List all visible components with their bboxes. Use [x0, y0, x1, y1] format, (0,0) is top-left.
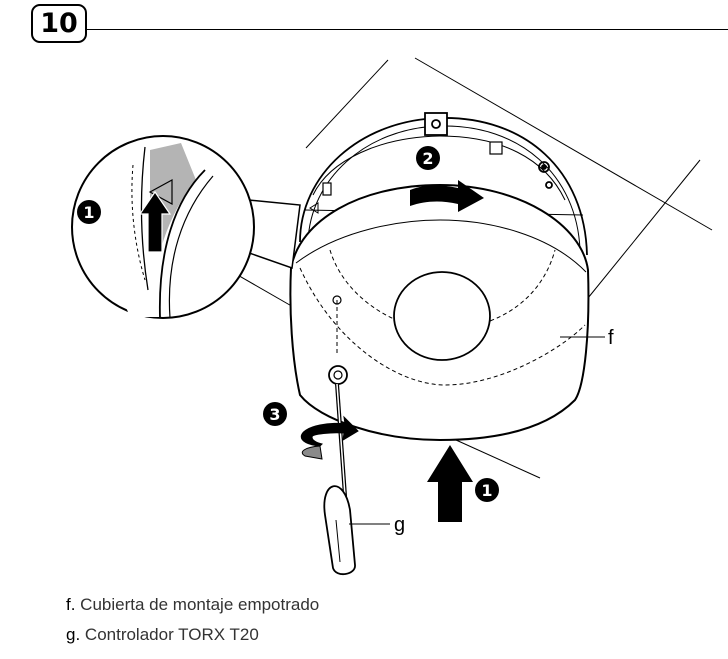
svg-text:3: 3: [269, 405, 280, 424]
push-up-arrow: [427, 445, 473, 522]
part-label-g: g: [349, 514, 405, 536]
recessed-mount-cover: [289, 183, 590, 442]
svg-text:1: 1: [83, 203, 94, 222]
callout-1-inset: 1: [77, 200, 101, 224]
callout-3: 3: [263, 402, 287, 426]
torx-screwdriver: [323, 383, 356, 575]
svg-text:f: f: [608, 327, 614, 349]
ceiling-guide-lines: [214, 57, 713, 479]
callout-2: 2: [416, 146, 440, 170]
zoom-inset: [71, 135, 301, 319]
svg-text:1: 1: [481, 481, 492, 500]
rotate-arrow: [410, 180, 484, 212]
callout-1-push: 1: [475, 478, 499, 502]
part-label-f: f: [560, 327, 614, 349]
svg-text:2: 2: [422, 149, 433, 168]
legend-item-f: f. Cubierta de montaje empotrado: [66, 595, 320, 614]
turn-screw-arrow: [300, 415, 359, 460]
svg-text:g: g: [394, 514, 405, 536]
legend-item-g: g. Controlador TORX T20: [66, 625, 259, 644]
step-number-badge: 10: [31, 4, 87, 43]
header-rule: [87, 29, 728, 30]
